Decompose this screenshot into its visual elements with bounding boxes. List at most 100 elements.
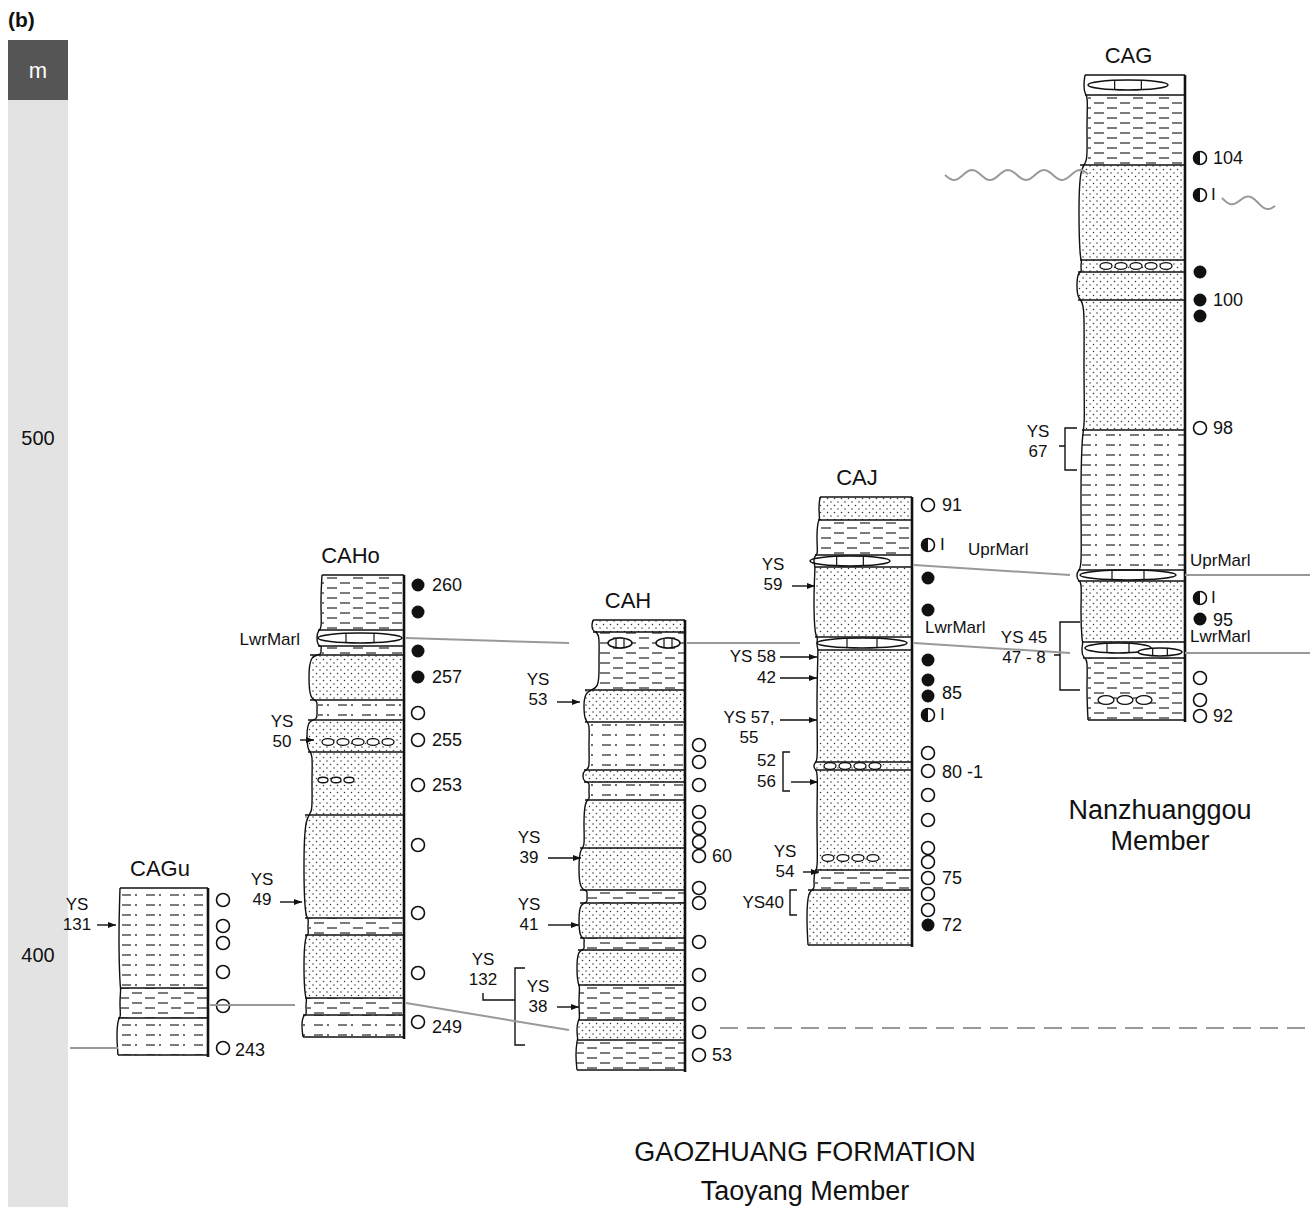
marl-tick — [846, 639, 847, 647]
sample-filled — [922, 604, 935, 617]
lithology-bed — [318, 630, 404, 646]
bed-boundary — [815, 761, 912, 762]
weathering-profile — [576, 620, 599, 1070]
sample-open — [217, 894, 230, 907]
weathering-profile — [807, 497, 820, 945]
lithology-bed — [580, 848, 685, 890]
sample-open — [693, 822, 706, 835]
sample-label: YS 132 — [464, 950, 502, 989]
stratigraphic-column — [576, 620, 706, 1072]
correlation-line — [687, 642, 800, 644]
marl-lens — [656, 638, 680, 648]
marl-lens — [1080, 570, 1176, 580]
lithology-bed — [118, 1018, 208, 1055]
bed-boundary — [578, 949, 685, 950]
sample-open — [693, 882, 706, 895]
sample-arrow — [557, 701, 580, 702]
sample-open — [922, 747, 935, 760]
sample-label: LwrMarl — [1190, 627, 1250, 647]
lithology-bed — [310, 655, 404, 700]
sample-half — [1194, 592, 1207, 605]
conglomerate-pebble — [837, 855, 849, 862]
sample-label: 52 — [757, 751, 776, 771]
bed-boundary — [305, 997, 404, 998]
sample-arrow — [300, 739, 314, 740]
bed-boundary — [1078, 580, 1185, 581]
lithology-bed — [1082, 581, 1185, 642]
sample-half-fill — [922, 709, 928, 722]
sample-arrow — [548, 924, 579, 925]
sample-filled — [1194, 266, 1207, 279]
bed-boundary — [120, 987, 208, 988]
marl-tick — [1111, 571, 1112, 579]
conglomerate-pebble — [867, 855, 879, 862]
sample-label: 243 — [235, 1040, 265, 1061]
sample-open — [922, 814, 935, 827]
sample-bracket — [1059, 428, 1077, 470]
sample-open — [693, 836, 706, 849]
sample-bracket — [483, 993, 515, 1000]
unconformity-line — [1222, 197, 1275, 209]
sample-open — [693, 998, 706, 1011]
lithology-bed — [600, 632, 685, 690]
marl-lens — [1088, 80, 1168, 90]
bed-boundary — [1083, 657, 1185, 658]
conglomerate-pebble — [1145, 263, 1157, 270]
lithology-bed — [1082, 430, 1185, 570]
lithology-bed — [584, 770, 685, 782]
bed-boundary — [308, 751, 404, 752]
sample-half — [1194, 152, 1207, 165]
sample-half-fill — [1194, 189, 1201, 202]
sample-open — [693, 756, 706, 769]
marl-lens — [1138, 648, 1182, 656]
sample-label: 100 — [1213, 290, 1243, 311]
bed-boundary — [1085, 94, 1185, 95]
sample-label: YS 50 — [267, 712, 297, 751]
lithology-bed — [1088, 658, 1185, 720]
sample-arrow — [791, 781, 818, 782]
sample-label: UprMarl — [968, 540, 1028, 560]
bed-boundary — [580, 937, 685, 938]
bed-boundary — [1078, 299, 1185, 300]
sample-arrow — [780, 677, 817, 678]
sample-open — [693, 1026, 706, 1039]
conglomerate-pebble — [1098, 696, 1114, 705]
sample-label: 53 — [712, 1045, 732, 1066]
sample-label: I — [1211, 588, 1216, 608]
bed-boundary — [585, 721, 685, 722]
sample-open — [1194, 694, 1207, 707]
sample-open — [693, 1049, 706, 1062]
column-axis — [207, 888, 210, 1057]
sample-open — [922, 856, 935, 869]
sample-filled — [922, 690, 935, 703]
sample-open — [922, 789, 935, 802]
bed-boundary — [584, 769, 685, 770]
bed-boundary — [808, 944, 912, 945]
sample-open — [922, 499, 935, 512]
sample-open — [412, 1016, 425, 1029]
bed-boundary — [310, 654, 404, 655]
sample-label: I — [940, 705, 945, 725]
section-name: CAHo — [295, 541, 406, 571]
bed-boundary — [1085, 74, 1185, 75]
sample-arrow — [97, 924, 116, 925]
conglomerate-pebble — [1117, 696, 1133, 705]
marl-tick — [1152, 649, 1153, 655]
unit-name: Nanzhuanggou Member — [1045, 795, 1275, 857]
conglomerate-pebble — [352, 739, 364, 746]
lithology-bed — [580, 903, 685, 938]
sample-arrow — [280, 901, 302, 902]
bed-boundary — [1082, 429, 1185, 430]
lithology-bed — [818, 650, 912, 762]
sample-label: YS 38 — [523, 977, 553, 1016]
lithology-bed — [590, 722, 685, 770]
sample-filled — [412, 645, 425, 658]
conglomerate-pebble — [852, 855, 864, 862]
sample-label: 257 — [432, 667, 462, 688]
sample-label: 260 — [432, 575, 462, 596]
sample-filled — [922, 654, 935, 667]
stratigraphic-column — [302, 575, 425, 1039]
sample-label: 72 — [942, 915, 962, 936]
lithology-bed — [818, 520, 912, 555]
lithology-bed — [820, 497, 912, 520]
